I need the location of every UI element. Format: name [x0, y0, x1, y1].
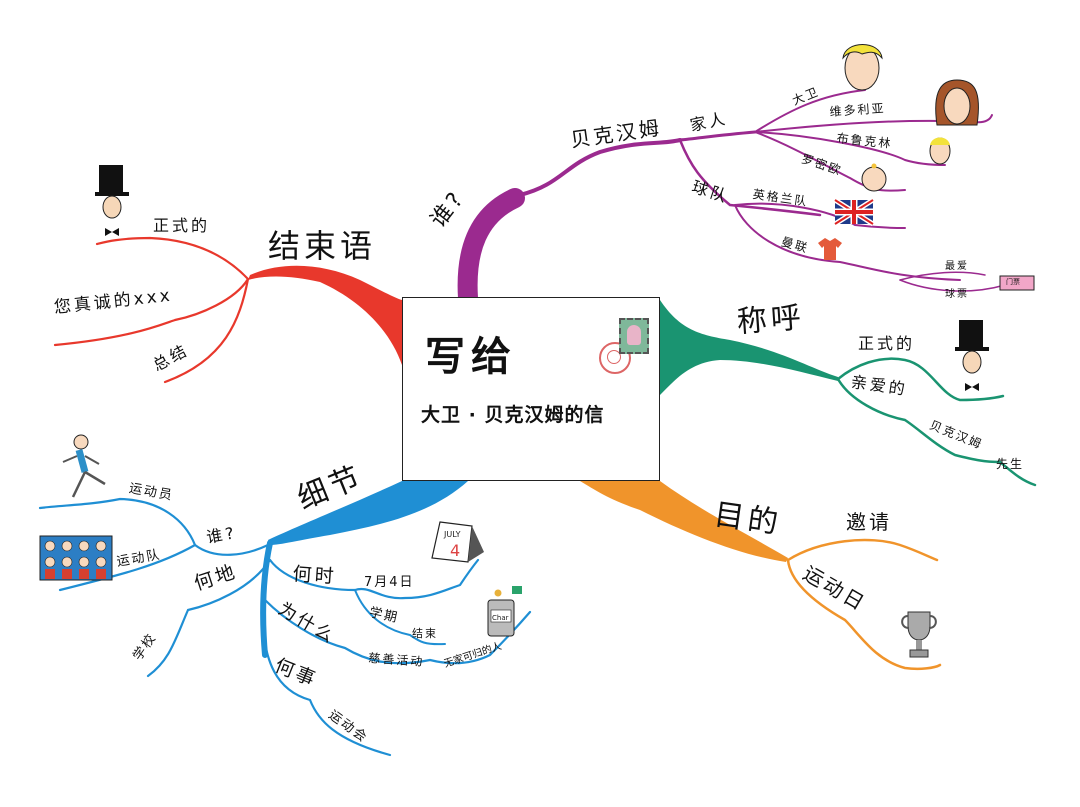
brooklyn-face-icon: [929, 137, 951, 165]
red-shirt-icon: [818, 238, 842, 260]
trophy-icon: [901, 611, 937, 658]
ticket-icon: [999, 275, 1035, 291]
label-victoria: 维多利亚: [829, 101, 886, 119]
label-when: 何时: [291, 563, 338, 589]
david-face-icon: [842, 44, 883, 91]
label-favorite: 最爱: [945, 261, 969, 272]
charity-can-label: Char: [492, 614, 509, 622]
branch-purpose: [580, 481, 942, 671]
label-closing: 结束语: [268, 227, 377, 265]
top-hat-man-icon-closing: [95, 165, 129, 236]
central-letter-card: 写给 大卫 · 贝克汉姆的信: [402, 297, 660, 481]
uk-flag-icon: [833, 197, 875, 227]
label-salutation-formal: 正式的: [858, 334, 916, 353]
branch-who: [457, 89, 1006, 308]
branch-details: [38, 481, 532, 757]
label-salutation-mr: 先生: [996, 457, 1025, 471]
central-subtitle: 大卫 · 贝克汉姆的信: [421, 404, 605, 426]
calendar-month: JULY: [443, 530, 461, 539]
label-charity: 慈善活动: [367, 651, 425, 669]
postmark-icon: [599, 342, 631, 374]
central-title: 写给: [425, 334, 517, 380]
charity-can-icon: [487, 586, 522, 637]
calendar-icon: [431, 521, 484, 563]
label-tickets: 球票: [945, 289, 969, 300]
label-purpose: 目的: [711, 497, 784, 542]
victoria-face-icon: [935, 79, 979, 126]
label-salutation: 称呼: [735, 300, 806, 340]
branch-salutation: [660, 300, 1037, 487]
label-end: 结束: [412, 627, 438, 640]
branch-closing: [53, 236, 402, 384]
runner-icon: [62, 434, 106, 498]
label-ticket-tag: 门票: [1006, 278, 1020, 286]
stamp-icon: [619, 318, 649, 354]
label-closing-formal: 正式的: [153, 216, 211, 235]
team-panel-icon: [39, 535, 113, 581]
label-invitation: 邀请: [846, 510, 892, 534]
top-hat-man-icon-salutation: [955, 320, 989, 391]
label-july-4: 7月4日: [364, 575, 415, 590]
calendar-day: 4: [450, 541, 460, 560]
romeo-baby-face-icon: [861, 163, 887, 192]
